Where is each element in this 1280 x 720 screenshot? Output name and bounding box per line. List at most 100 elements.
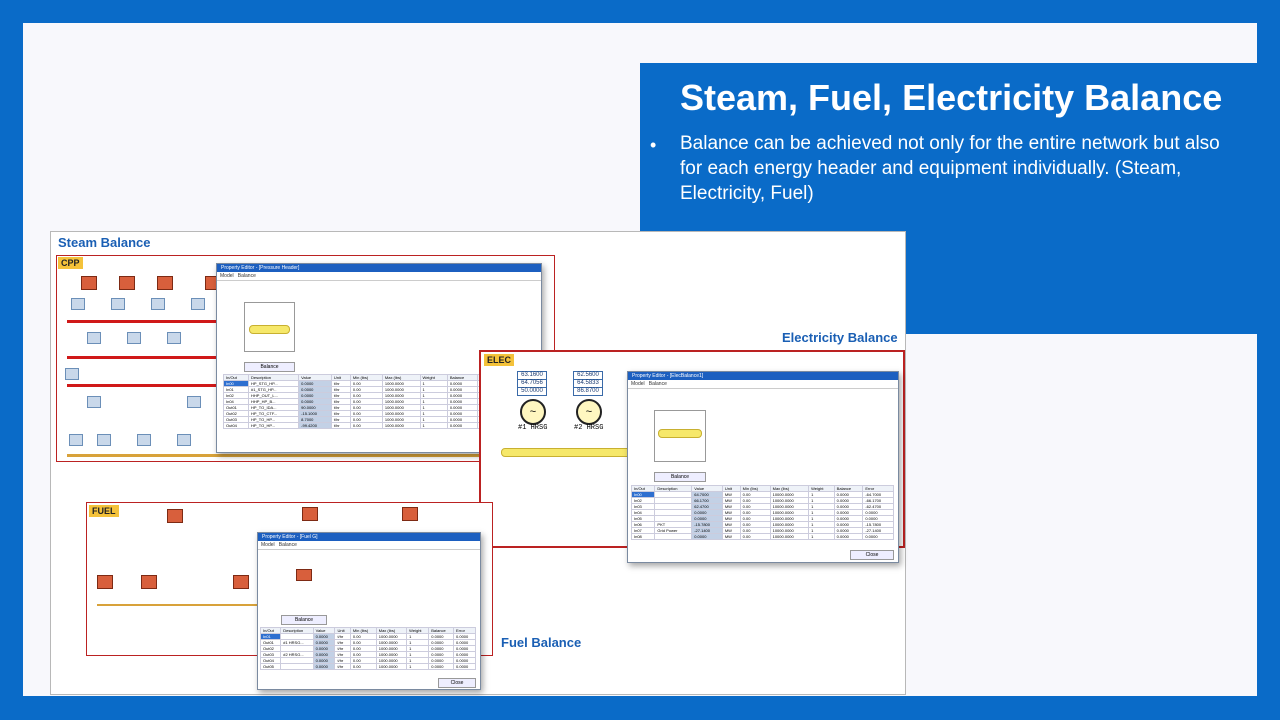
table-cell: Out04 bbox=[223, 422, 249, 429]
table-cell: 0.0000 bbox=[446, 422, 479, 429]
tab-balance[interactable]: Balance bbox=[278, 542, 297, 548]
elec-balance-table[interactable]: In/Out Description Value Unit Min (lbs) … bbox=[630, 485, 894, 540]
table-cell: 0.00 bbox=[349, 663, 377, 670]
table-cell: 1 bbox=[419, 422, 448, 429]
bullet-text: Balance can be achieved not only for the… bbox=[680, 133, 1220, 204]
table-cell: 0.0000 bbox=[312, 663, 336, 670]
splitter-icon bbox=[296, 569, 312, 581]
tab-model[interactable]: Model bbox=[261, 542, 275, 548]
fuel-tank-icon bbox=[167, 509, 183, 523]
burner-icon bbox=[141, 575, 157, 589]
balance-button[interactable]: Balance bbox=[281, 615, 327, 625]
hp-header-line bbox=[67, 320, 327, 323]
dialog-tabs: Model Balance bbox=[258, 541, 480, 550]
header-node-icon bbox=[87, 396, 101, 408]
gen2-readout-3: 86.8700 bbox=[573, 387, 603, 396]
table-cell bbox=[654, 533, 693, 540]
table-cell bbox=[280, 663, 314, 670]
close-button[interactable]: Close bbox=[850, 550, 894, 560]
dialog-tabs: Model Balance bbox=[628, 380, 898, 389]
burner-icon bbox=[233, 575, 249, 589]
condensate-line bbox=[67, 454, 547, 457]
tab-model[interactable]: Model bbox=[220, 273, 234, 279]
generator-icon[interactable]: ~ bbox=[576, 399, 602, 425]
tab-model[interactable]: Model bbox=[631, 381, 645, 387]
burner-icon bbox=[97, 575, 113, 589]
table-cell: -99.4200 bbox=[298, 422, 332, 429]
fuel-property-dialog[interactable]: Property Editor - [Fuel G] Model Balance… bbox=[257, 532, 481, 690]
header-node-icon bbox=[71, 298, 85, 310]
table-cell: 0.0000 bbox=[833, 533, 864, 540]
table-cell: t/hr bbox=[334, 663, 351, 670]
electricity-balance-label: Electricity Balance bbox=[782, 330, 898, 345]
header-node-icon bbox=[177, 434, 191, 446]
turbine-icon bbox=[187, 396, 201, 408]
table-cell: 0.00 bbox=[349, 422, 383, 429]
header-node-icon bbox=[97, 434, 111, 446]
header-node-icon bbox=[111, 298, 125, 310]
fuel-balance-label: Fuel Balance bbox=[501, 635, 582, 650]
fuel-splitter-preview bbox=[281, 553, 325, 611]
header-node-icon bbox=[69, 434, 83, 446]
table-cell: 0.0000 bbox=[453, 663, 476, 670]
table-cell: 10000.0000 bbox=[769, 533, 810, 540]
table-cell: Out05 bbox=[259, 663, 282, 670]
table-cell: 1 bbox=[406, 663, 430, 670]
dialog-tabs: Model Balance bbox=[217, 272, 541, 281]
boiler-icon bbox=[157, 276, 173, 290]
table-cell: HP_TO_HP... bbox=[247, 422, 300, 429]
header-node-icon bbox=[151, 298, 165, 310]
balance-button[interactable]: Balance bbox=[654, 472, 706, 482]
turbine-icon bbox=[87, 332, 101, 344]
mp-header-line bbox=[67, 356, 327, 359]
bullet-marker: • bbox=[650, 135, 657, 155]
header-bar-icon bbox=[249, 325, 290, 334]
dialog-title: Property Editor - [Pressure Header] bbox=[217, 264, 541, 272]
elec-property-dialog[interactable]: Property Editor - [ElecBalance1] Model B… bbox=[627, 371, 899, 563]
gen1-readout-3: 50.0000 bbox=[517, 387, 547, 396]
fuel-tank-icon bbox=[302, 507, 318, 521]
dialog-title: Property Editor - [Fuel G] bbox=[258, 533, 480, 541]
boiler-icon bbox=[81, 276, 97, 290]
gen1-label: #1 HRSG bbox=[518, 424, 548, 432]
boiler-icon bbox=[119, 276, 135, 290]
table-cell: 1000.0000 bbox=[375, 663, 408, 670]
table-cell: t/hr bbox=[330, 422, 351, 429]
table-cell: 0.0000 bbox=[691, 533, 723, 540]
table-cell: 0.00 bbox=[739, 533, 771, 540]
steam-property-dialog[interactable]: Property Editor - [Pressure Header] Mode… bbox=[216, 263, 542, 453]
elec-bus-bar bbox=[501, 448, 633, 457]
bus-bar-icon bbox=[658, 429, 702, 438]
fuel-balance-table[interactable]: In/Out Description Value Unit Min (lbs) … bbox=[259, 627, 476, 670]
dialog-title: Property Editor - [ElecBalance1] bbox=[628, 372, 898, 380]
tab-balance[interactable]: Balance bbox=[237, 273, 256, 279]
generator-icon[interactable]: ~ bbox=[520, 399, 546, 425]
table-cell: 0.0000 bbox=[862, 533, 894, 540]
table-cell: 1000.0000 bbox=[381, 422, 421, 429]
bus-preview bbox=[654, 410, 706, 462]
fuel-tank-icon bbox=[402, 507, 418, 521]
table-cell: MW bbox=[721, 533, 741, 540]
table-header-row: In/Out Description Value Unit Min (lbs) … bbox=[259, 627, 476, 634]
header-node-icon bbox=[137, 434, 151, 446]
tab-balance[interactable]: Balance bbox=[648, 381, 667, 387]
close-button[interactable]: Close bbox=[438, 678, 476, 688]
fuel-line bbox=[97, 604, 267, 606]
gen2-label: #2 HRSG bbox=[574, 424, 604, 432]
slide: Steam, Fuel, Electricity Balance • Balan… bbox=[23, 23, 1257, 696]
table-cell: 0.0000 bbox=[428, 663, 455, 670]
table-cell: In08 bbox=[630, 533, 656, 540]
table-cell: 1 bbox=[808, 533, 835, 540]
cpp-tag: CPP bbox=[58, 257, 83, 269]
fuel-tag: FUEL bbox=[89, 505, 119, 517]
slide-title: Steam, Fuel, Electricity Balance bbox=[680, 77, 1223, 118]
balance-button[interactable]: Balance bbox=[244, 362, 295, 372]
turbine-icon bbox=[127, 332, 141, 344]
